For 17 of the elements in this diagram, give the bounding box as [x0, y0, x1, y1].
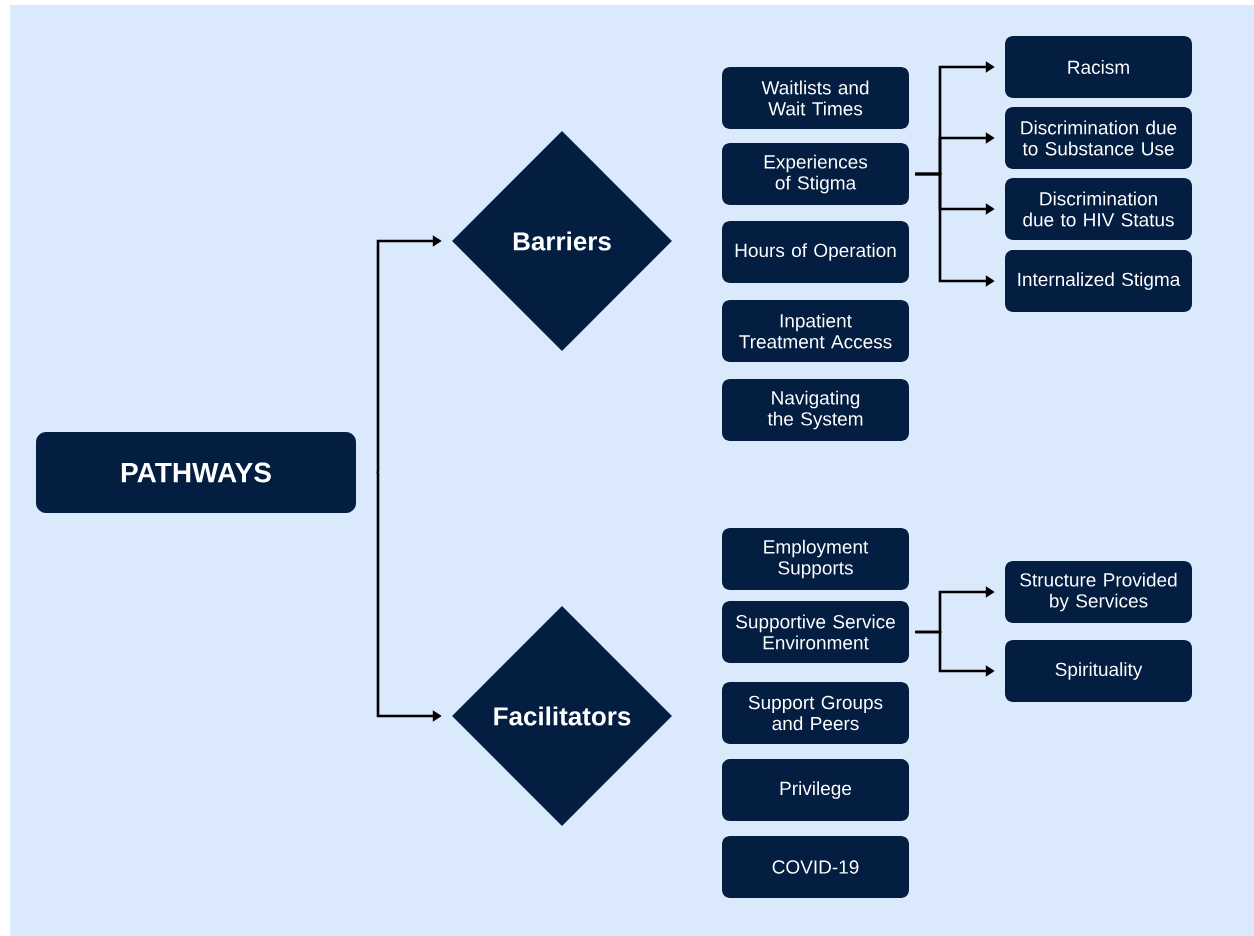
category-box: Discrimination due to HIV Status [1005, 178, 1192, 240]
category-box: Employment Supports [722, 528, 909, 590]
category-box: Support Groups and Peers [722, 682, 909, 744]
title-box: PATHWAYS [36, 432, 356, 513]
category-box: Privilege [722, 759, 909, 821]
category-box: Internalized Stigma [1005, 250, 1192, 312]
category-box: Discrimination due to Substance Use [1005, 107, 1192, 169]
category-box: Experiences of Stigma [722, 143, 909, 205]
category-box: Supportive Service Environment [722, 601, 909, 663]
category-box: COVID-19 [722, 836, 909, 898]
category-box: Racism [1005, 36, 1192, 98]
category-box: Inpatient Treatment Access [722, 300, 909, 362]
category-box: Hours of Operation [722, 221, 909, 283]
category-box: Spirituality [1005, 640, 1192, 702]
category-box: Structure Provided by Services [1005, 561, 1192, 623]
category-box: Waitlists and Wait Times [722, 67, 909, 129]
category-box: Navigating the System [722, 379, 909, 441]
